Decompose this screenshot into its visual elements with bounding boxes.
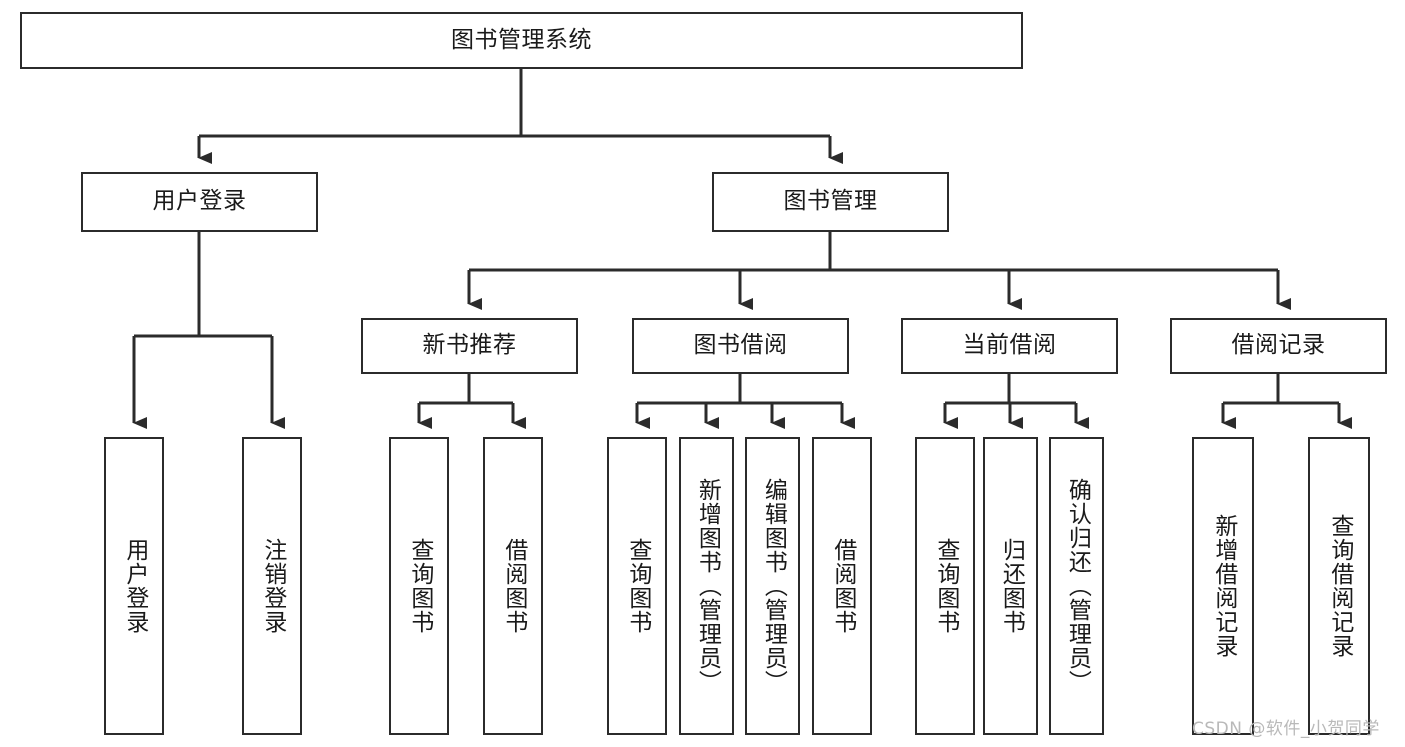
node-label: 新增图书（管理员） xyxy=(694,478,721,694)
leaf-user-logout[interactable]: 注销登录 xyxy=(242,437,302,735)
node-label: 用户登录 xyxy=(152,188,247,215)
node-label: 查询图书 xyxy=(406,538,433,634)
leaf-user-login[interactable]: 用户登录 xyxy=(104,437,164,735)
leaf-query-book-borrow[interactable]: 查询图书 xyxy=(607,437,667,735)
leaf-query-borrow-record[interactable]: 查询借阅记录 xyxy=(1308,437,1370,735)
node-label: 归还图书 xyxy=(998,538,1025,634)
node-label: 当前借阅 xyxy=(962,332,1057,359)
node-user-login[interactable]: 用户登录 xyxy=(81,172,318,232)
node-label: 查询图书 xyxy=(932,538,959,634)
node-borrow-record[interactable]: 借阅记录 xyxy=(1170,318,1387,374)
leaf-edit-book-admin[interactable]: 编辑图书（管理员） xyxy=(745,437,800,735)
leaf-confirm-return-admin[interactable]: 确认归还（管理员） xyxy=(1049,437,1104,735)
node-label: 查询图书 xyxy=(624,538,651,634)
node-root-system[interactable]: 图书管理系统 xyxy=(20,12,1023,69)
node-label: 用户登录 xyxy=(121,538,148,634)
leaf-query-book-recommend[interactable]: 查询图书 xyxy=(389,437,449,735)
leaf-borrow-book-recommend[interactable]: 借阅图书 xyxy=(483,437,543,735)
leaf-return-book[interactable]: 归还图书 xyxy=(983,437,1038,735)
node-book-manage[interactable]: 图书管理 xyxy=(712,172,949,232)
node-label: 图书借阅 xyxy=(693,332,788,359)
leaf-add-borrow-record[interactable]: 新增借阅记录 xyxy=(1192,437,1254,735)
node-label: 借阅记录 xyxy=(1231,332,1326,359)
node-label: 借阅图书 xyxy=(500,538,527,634)
node-label: 新书推荐 xyxy=(422,332,517,359)
node-label: 图书管理系统 xyxy=(451,26,592,53)
leaf-borrow-book[interactable]: 借阅图书 xyxy=(812,437,872,735)
leaf-query-book-current[interactable]: 查询图书 xyxy=(915,437,975,735)
node-label: 图书管理 xyxy=(783,188,878,215)
node-label: 注销登录 xyxy=(259,538,286,634)
node-label: 确认归还（管理员） xyxy=(1064,478,1091,694)
node-label: 查询借阅记录 xyxy=(1326,514,1353,658)
node-book-borrow[interactable]: 图书借阅 xyxy=(632,318,849,374)
node-label: 新增借阅记录 xyxy=(1210,514,1237,658)
csdn-watermark: CSDN @软件_小贺同学 xyxy=(1192,719,1380,739)
leaf-add-book-admin[interactable]: 新增图书（管理员） xyxy=(679,437,734,735)
node-new-book-recommend[interactable]: 新书推荐 xyxy=(361,318,578,374)
node-current-borrow[interactable]: 当前借阅 xyxy=(901,318,1118,374)
node-label: 编辑图书（管理员） xyxy=(760,478,787,694)
node-label: 借阅图书 xyxy=(829,538,856,634)
